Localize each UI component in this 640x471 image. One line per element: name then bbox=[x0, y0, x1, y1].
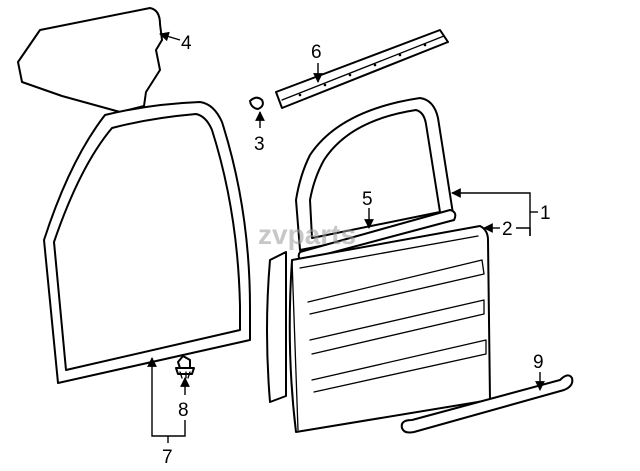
callout-6: 6 bbox=[311, 42, 322, 63]
outer-door-panel bbox=[288, 225, 491, 433]
callout-9: 9 bbox=[533, 352, 544, 373]
body-side-weatherstrip bbox=[43, 101, 251, 384]
callout-4: 4 bbox=[181, 33, 192, 54]
callout-5: 5 bbox=[362, 189, 373, 210]
watermark-text: zvparts bbox=[258, 219, 356, 250]
door-lower-moulding bbox=[400, 374, 574, 434]
belt-moulding-strip bbox=[275, 29, 449, 109]
callout-1: 1 bbox=[540, 203, 551, 224]
leader-lines bbox=[147, 31, 545, 443]
callout-7: 7 bbox=[162, 447, 173, 468]
clip-part bbox=[249, 96, 264, 110]
callout-8: 8 bbox=[178, 400, 189, 421]
door-silencer-pad bbox=[17, 7, 163, 113]
inner-belt-weatherstrip bbox=[297, 209, 457, 261]
callout-3: 3 bbox=[254, 134, 265, 155]
weatherstrip-clip bbox=[175, 355, 195, 379]
front-door-shell bbox=[266, 97, 455, 403]
callout-2: 2 bbox=[502, 219, 513, 240]
